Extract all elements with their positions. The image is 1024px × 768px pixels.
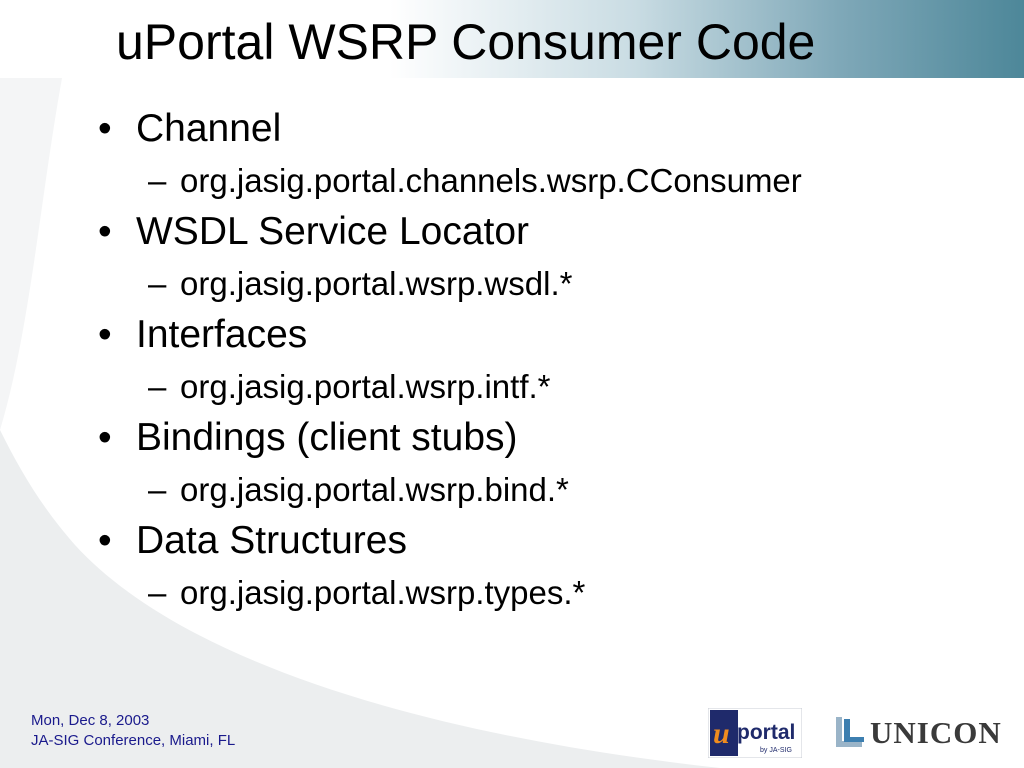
footer-event: JA-SIG Conference, Miami, FL [31,732,236,749]
footer-date: Mon, Dec 8, 2003 [31,712,150,729]
sub-bullet-item: –org.jasig.portal.wsrp.wsdl.* [0,257,1024,310]
uportal-logo: u portal by JA-SIG [708,708,802,758]
bullet-item: • Channel [0,104,1024,154]
bullet-glyph: • [98,107,112,150]
bullet-item: • Interfaces [0,310,1024,360]
bullet-glyph: • [98,519,112,562]
uportal-logo-tagline: by JA-SIG [760,747,792,754]
uportal-logo-letter: u [713,717,730,750]
bullet-label: WSDL Service Locator [136,210,530,253]
bullet-list: •Channel –org.jasig.portal.channels.wsrp… [0,104,1024,619]
unicon-logo: UNICON [832,713,1002,751]
bullet-item: • WSDL Service Locator [0,207,1024,257]
sub-bullet-item: –org.jasig.portal.channels.wsrp.CConsume… [0,154,1024,207]
dash-glyph: – [148,368,167,405]
sub-bullet-label: org.jasig.portal.wsrp.intf.* [180,368,551,405]
bullet-label: Interfaces [136,313,308,356]
sub-bullet-label: org.jasig.portal.wsrp.types.* [180,574,586,611]
sub-bullet-item: –org.jasig.portal.wsrp.intf.* [0,360,1024,413]
sub-bullet-item: –org.jasig.portal.wsrp.bind.* [0,463,1024,516]
sub-bullet-item: –org.jasig.portal.wsrp.types.* [0,566,1024,619]
unicon-mark-icon [836,717,864,747]
bullet-glyph: • [98,210,112,253]
unicon-logo-word: UNICON [870,715,1002,750]
sub-bullet-label: org.jasig.portal.wsrp.bind.* [180,471,569,508]
bullet-item: • Data Structures [0,516,1024,566]
title-band [0,0,1024,78]
bullet-glyph: • [98,313,112,356]
dash-glyph: – [148,471,167,508]
dash-glyph: – [148,265,167,302]
bullet-label: Channel [136,107,282,150]
uportal-logo-word: portal [737,721,795,744]
sub-bullet-label: org.jasig.portal.channels.wsrp.CConsumer [180,162,802,199]
bullet-label: Bindings (client stubs) [136,416,518,459]
footer: Mon, Dec 8, 2003 JA-SIG Conference, Miam… [31,711,235,751]
dash-glyph: – [148,162,167,199]
bullet-label: Data Structures [136,519,407,562]
slide-title: uPortal WSRP Consumer Code [116,14,816,70]
bullet-item: • Bindings (client stubs) [0,413,1024,463]
bullet-glyph: • [98,416,112,459]
sub-bullet-label: org.jasig.portal.wsrp.wsdl.* [180,265,573,302]
dash-glyph: – [148,574,167,611]
